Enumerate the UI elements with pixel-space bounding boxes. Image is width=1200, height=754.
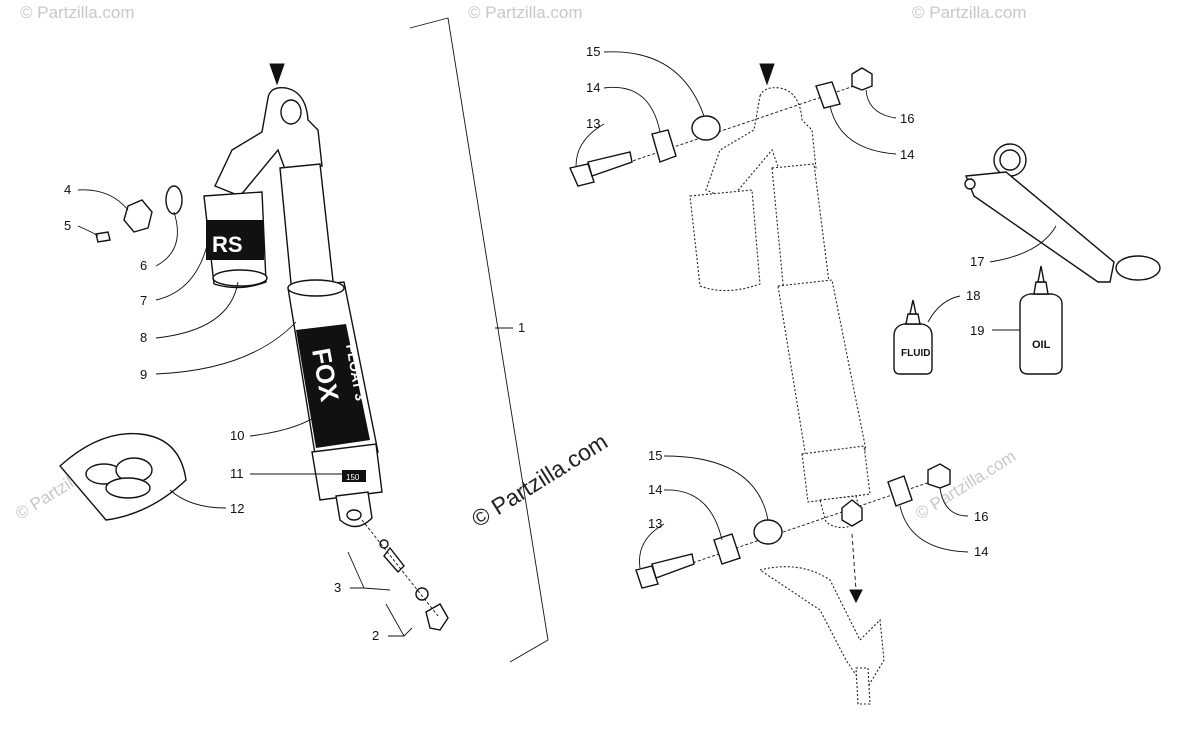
assembly-bracket (409, 17, 549, 663)
callout-8: 8 (140, 330, 147, 345)
callout-14: 14 (900, 147, 914, 162)
callout-13: 13 (586, 116, 600, 131)
part-15-spacer (691, 115, 721, 141)
part-17-pump (964, 143, 1161, 283)
callout-13: 13 (648, 516, 662, 531)
callout-14: 14 (974, 544, 988, 559)
callout-12: 12 (230, 501, 244, 516)
orientation-arrow-icon (759, 63, 775, 86)
callout-18: 18 (966, 288, 980, 303)
leader-lines (77, 51, 1057, 637)
shock-eyelet (280, 99, 302, 125)
callout-4: 4 (64, 182, 71, 197)
part-15-spacer (753, 519, 783, 545)
callout-11: 11 (230, 466, 244, 481)
callout-14: 14 (586, 80, 600, 95)
shock-body-upper (279, 163, 335, 295)
watermark-faint: © Partzilla.com (912, 3, 1027, 22)
callout-10: 10 (230, 428, 244, 443)
callout-6: 6 (140, 258, 147, 273)
part-6-oring (165, 185, 183, 215)
callout-numbers: 1 2 3 4 5 6 7 8 9 10 11 12 13 14 15 16 1… (64, 44, 988, 643)
fluid-label: FLUID (901, 348, 930, 359)
watermark-main: © Partzilla.com (467, 428, 612, 532)
part-5-screw (95, 231, 111, 243)
part-16-nut (927, 463, 951, 489)
orientation-arrow-icon (269, 63, 285, 86)
watermark-faint: © Partzilla.com (912, 447, 1019, 524)
callout-3: 3 (334, 580, 341, 595)
part-14-bushing (887, 475, 913, 507)
callout-9: 9 (140, 367, 147, 382)
part-13-bolt-head (635, 565, 659, 589)
part-19-oil-bottle: OIL (1019, 265, 1063, 375)
svg-text:RS: RS (212, 232, 243, 257)
ghost-shock (689, 63, 885, 705)
callout-19: 19 (970, 323, 984, 338)
part-2-cap (425, 603, 449, 631)
lower-hardware (635, 463, 951, 589)
callout-1: 1 (518, 320, 525, 335)
part-14-bushing (713, 533, 741, 565)
shock-assembly: RS FOX FLOAT 3 150 (59, 63, 449, 631)
part-4-nut (123, 199, 153, 233)
part-18-fluid-bottle: FLUID (893, 299, 933, 375)
part-14-bushing (651, 129, 677, 163)
oil-label: OIL (1032, 339, 1051, 351)
callout-2: 2 (372, 628, 379, 643)
callout-17: 17 (970, 254, 984, 269)
part-13-bolt (651, 553, 695, 579)
callout-7: 7 (140, 293, 147, 308)
shock-bottom-eyelet (335, 491, 373, 528)
part-14-bushing (815, 81, 841, 109)
callout-15: 15 (586, 44, 600, 59)
callout-15: 15 (648, 448, 662, 463)
callout-5: 5 (64, 218, 71, 233)
watermark-faint: © Partzilla.com (468, 3, 583, 22)
cap-label: 150 (346, 473, 360, 482)
upper-hardware (569, 67, 873, 187)
cap-decal (342, 470, 366, 482)
part-13-bolt-head (569, 163, 595, 187)
part-13-bolt (587, 151, 633, 177)
reservoir-decal (206, 220, 264, 260)
part-16-nut (851, 67, 873, 91)
callout-16: 16 (900, 111, 914, 126)
callout-14: 14 (648, 482, 662, 497)
callout-16: 16 (974, 509, 988, 524)
watermark-faint: © Partzilla.com (20, 3, 135, 22)
